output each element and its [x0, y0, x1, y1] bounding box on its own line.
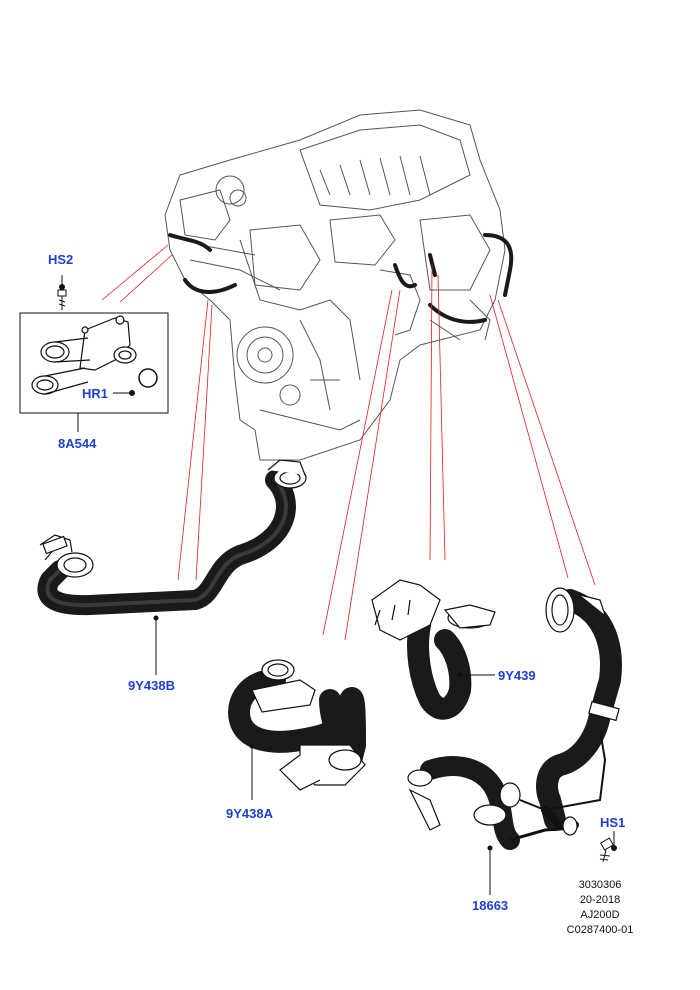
label-9y438a: 9Y438A	[226, 806, 273, 821]
leader-lines	[101, 244, 596, 641]
label-18663: 18663	[472, 898, 509, 913]
label-9y438b: 9Y438B	[128, 678, 175, 693]
hose-9y438a	[228, 659, 366, 800]
pipe-assembly-18663	[407, 587, 622, 895]
hose-9y438b	[37, 459, 307, 675]
info-line-1: 3030306	[578, 879, 622, 891]
hr1-leader	[113, 390, 135, 396]
info-line-3: AJ200D	[580, 909, 620, 921]
bolt-hs2	[57, 275, 67, 310]
label-hs2: HS2	[48, 252, 74, 267]
label-8a544: 8A544	[58, 436, 97, 451]
info-line-2: 20-2018	[579, 894, 621, 906]
bolt-hs1	[599, 831, 617, 863]
engine-assembly	[164, 109, 506, 461]
thermostat-housing-8a544	[19, 312, 169, 414]
label-hr1: HR1	[82, 386, 109, 401]
info-block: 3030306 20-2018 AJ200D C0287400-01	[560, 878, 640, 938]
hose-9y439	[371, 579, 496, 720]
engine-hoses	[168, 233, 514, 324]
label-hs1: HS1	[600, 815, 626, 830]
info-line-4: C0287400-01	[566, 924, 634, 936]
label-9y439: 9Y439	[498, 668, 536, 683]
